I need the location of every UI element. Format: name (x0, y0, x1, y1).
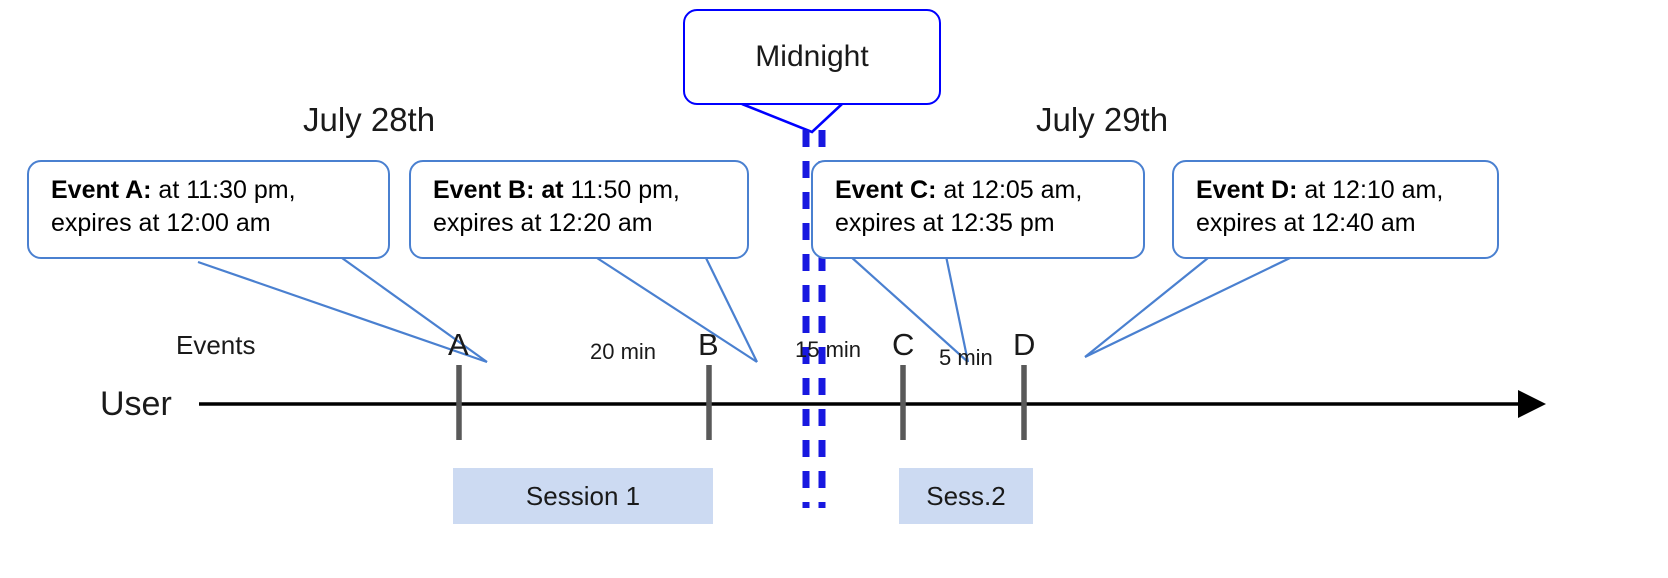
gap-label-a-b: 20 min (590, 339, 657, 364)
event-letter-c: C (892, 327, 915, 362)
event-letter-b: B (698, 327, 719, 362)
event-letter-d: D (1013, 327, 1036, 362)
event-callout-c-line1: Event C: at 12:05 am, (835, 176, 1083, 204)
midnight-balloon-tail (741, 102, 843, 134)
gap-label-c-d: 5 min (939, 345, 993, 370)
event-callout-a-line1: Event A: at 11:30 pm, (51, 176, 296, 204)
row-label-events: Events (176, 330, 256, 360)
event-callout-b[interactable]: Event B: at 11:50 pm, expires at 12:20 a… (409, 160, 749, 259)
event-callout-b-line2: expires at 12:20 am (433, 209, 653, 237)
midnight-callout: Midnight (683, 9, 941, 105)
session-bar-2: Sess.2 (899, 468, 1033, 524)
event-callout-d-line2: expires at 12:40 am (1196, 209, 1416, 237)
event-callout-d[interactable]: Event D: at 12:10 am, expires at 12:40 a… (1172, 160, 1499, 259)
date-label-july-29: July 29th (1036, 101, 1169, 138)
row-label-user: User (100, 385, 172, 423)
leader-line-event-d (1084, 257, 1209, 358)
session-bar-1-label: Session 1 (525, 480, 641, 511)
event-letter-a: A (448, 327, 469, 362)
event-callout-b-line1: Event B: at 11:50 pm, (433, 176, 680, 204)
event-callout-d-line1: Event D: at 12:10 am, (1196, 176, 1444, 204)
event-callout-a-line2: expires at 12:00 am (51, 209, 271, 237)
timeline-arrow-head (1518, 390, 1546, 418)
event-callout-c[interactable]: Event C: at 12:05 am, expires at 12:35 p… (811, 160, 1145, 259)
leader-line-event-d-2 (1084, 257, 1291, 358)
midnight-label: Midnight (755, 40, 869, 73)
event-callout-a[interactable]: Event A: at 11:30 pm, expires at 12:00 a… (27, 160, 390, 259)
date-label-july-28: July 28th (303, 101, 436, 138)
gap-label-b-c: 15 min (795, 337, 862, 362)
session-bar-2-label: Sess.2 (926, 480, 1006, 511)
event-callout-c-line2: expires at 12:35 pm (835, 209, 1055, 237)
session-bar-1: Session 1 (453, 468, 713, 524)
